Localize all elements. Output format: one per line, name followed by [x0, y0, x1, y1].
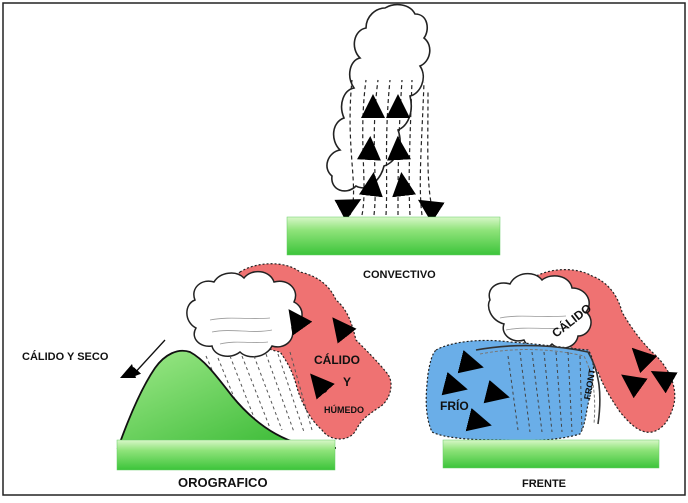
front-cold-label: FRÍO	[440, 398, 469, 413]
orographic-warm-label: CÁLIDO	[314, 352, 360, 367]
orographic-ground	[117, 440, 335, 470]
convective-ground	[287, 217, 500, 255]
orographic-cloud	[187, 272, 302, 357]
orographic-diagram: CÁLIDO Y HÚMEDO CÁLIDO Y SECO OROGRAFICO	[22, 264, 391, 490]
convective-diagram: CONVECTIVO	[287, 5, 500, 281]
front-diagram: CÁLIDO FRÍO FRONT FRENTE	[426, 270, 675, 490]
orographic-label: OROGRAFICO	[178, 475, 268, 490]
convective-cloud	[327, 5, 430, 191]
dry-air-label: CÁLIDO Y SECO	[22, 350, 109, 363]
orographic-humid-label: HÚMEDO	[324, 404, 364, 415]
orographic-y-label: Y	[343, 375, 351, 389]
front-ground	[443, 440, 659, 468]
front-cold-air-mass	[426, 340, 593, 440]
convective-label: CONVECTIVO	[363, 269, 436, 281]
front-label: FRENTE	[522, 478, 566, 490]
